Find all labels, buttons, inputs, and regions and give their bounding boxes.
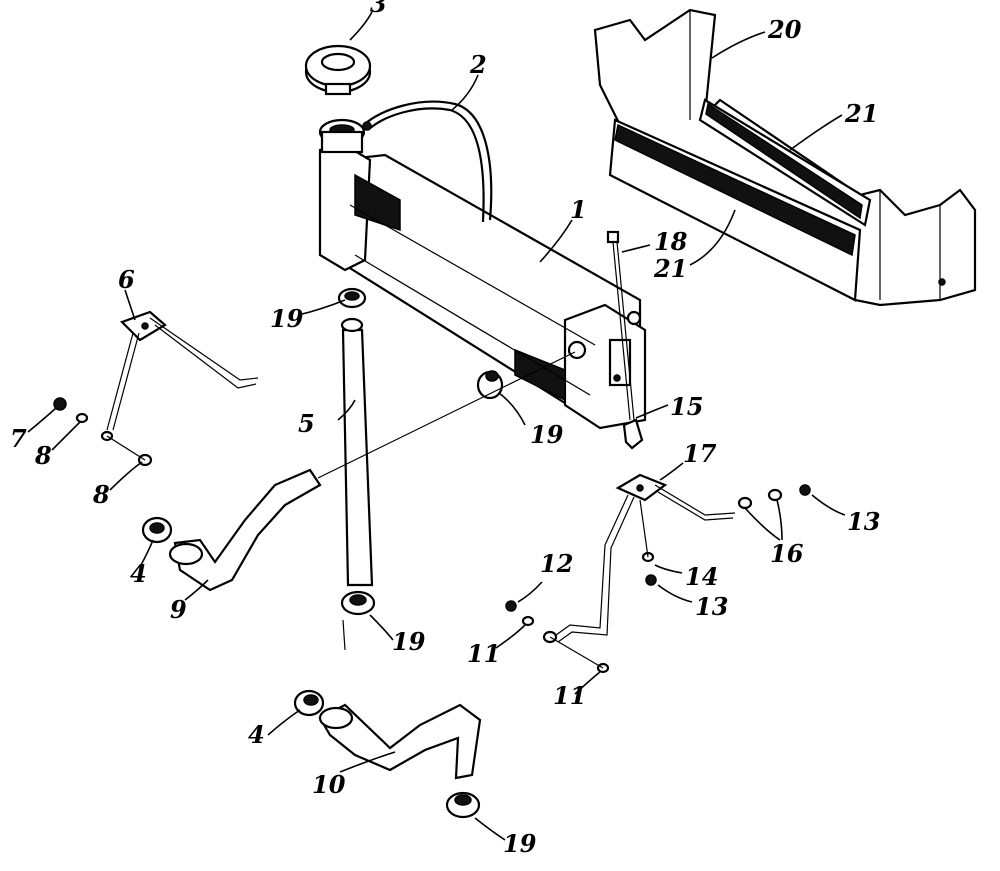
callout-4-upper: 4 [130,559,147,588]
callout-2: 2 [469,50,487,79]
callout-16: 16 [770,539,804,568]
callout-10: 10 [312,770,346,799]
radiator-support-bracket [593,8,977,307]
callout-9: 9 [170,595,187,624]
callout-11-lower: 11 [553,681,586,710]
fasteners-left [53,397,153,467]
callout-13-lower: 13 [695,592,728,621]
callout-labels: 1 2 3 4 4 5 6 7 8 8 9 10 11 11 12 13 13 … [10,0,880,858]
callout-11-upper: 11 [467,639,500,668]
hose-alignment-line [317,351,576,479]
radiator-hose [340,317,374,651]
callout-4-lower: 4 [248,720,265,749]
callout-21-lower: 21 [653,254,687,283]
callout-5: 5 [298,409,315,438]
callout-15: 15 [670,392,703,421]
callout-1: 1 [570,195,587,224]
lower-bracket [555,473,736,643]
callout-13-upper: 13 [847,507,880,536]
callout-19-bottom: 19 [503,829,537,858]
callout-21-upper: 21 [844,99,878,128]
hose-clamp [337,287,504,819]
callout-12: 12 [540,549,573,578]
callout-6: 6 [118,265,135,294]
overflow-hose [362,100,493,223]
callout-8-upper: 8 [34,441,52,470]
callout-19-upper: 19 [270,304,304,333]
callout-3: 3 [370,0,387,18]
radiator-cap [304,44,372,96]
callout-8-lower: 8 [92,480,110,509]
callout-18: 18 [654,227,688,256]
callout-19-middle: 19 [530,420,564,449]
mounting-bracket [106,310,259,431]
hose-clamp-small [141,516,325,717]
callout-14: 14 [685,562,718,591]
callout-7: 7 [10,424,27,453]
filler-neck [318,118,366,154]
lower-hose [168,468,322,592]
return-hose [318,703,482,780]
callout-17: 17 [683,439,717,468]
leader-lines [27,11,846,841]
callout-20: 20 [767,15,802,44]
callout-19-lower: 19 [392,627,426,656]
